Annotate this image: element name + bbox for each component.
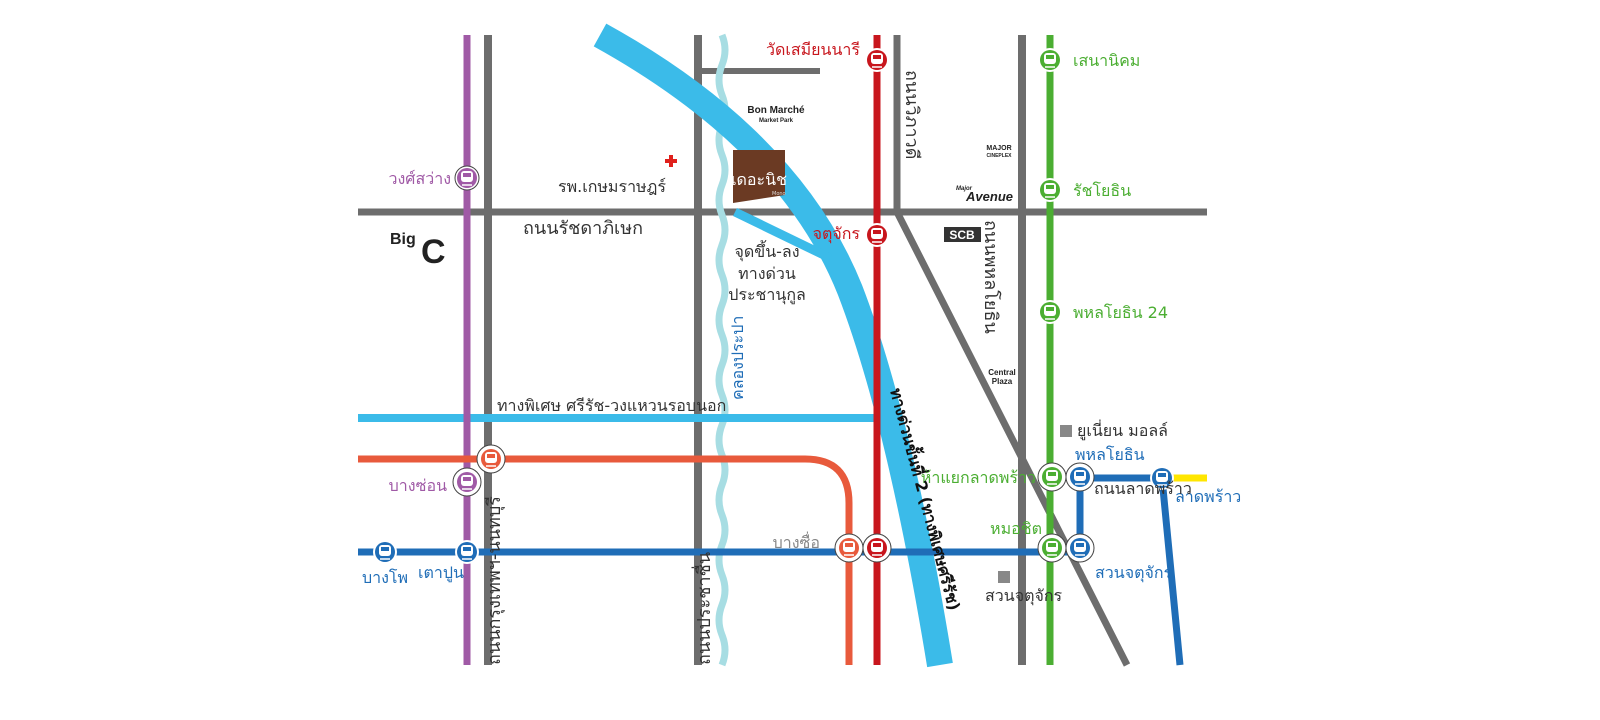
station-icon[interactable] [865, 48, 889, 72]
canal-khlong-prapa [715, 33, 729, 667]
station-label-bang-son: บางซ่อน [389, 476, 447, 495]
landmark-bon-marche: Bon Marché [747, 105, 805, 116]
landmark-major-cineplex-sub: CINEPLEX [986, 153, 1012, 159]
road-label-prachachuen: ถนนประชาชื่น [691, 552, 715, 665]
road-label-ratchadaphisek: ถนนรัชดาภิเษก [523, 218, 643, 239]
station-label-phahon-yothin: พหลโยธิน [1075, 445, 1145, 464]
station-icon[interactable] [834, 533, 864, 563]
station-icon[interactable] [862, 533, 892, 563]
station-label-ratchayothin: รัชโยธิน [1073, 181, 1131, 200]
landmark-hospital: รพ.เกษมราษฎร์ [558, 177, 666, 196]
station-icon[interactable] [1037, 533, 1067, 563]
station-label-chatuchak-park: สวนจตุจักร [1095, 563, 1173, 583]
union-mall-marker [1060, 425, 1072, 437]
station-label-chatuchak: จตุจักร [813, 224, 861, 244]
station-icon[interactable] [1065, 462, 1095, 492]
station-label-wong-sawang: วงศ์สว่าง [389, 169, 452, 188]
station-icon[interactable] [454, 165, 480, 191]
station-icon[interactable] [865, 223, 889, 247]
landmark-central-plaza: Central [988, 368, 1016, 377]
scb-badge [944, 227, 981, 242]
stations [373, 48, 1174, 564]
station-icon[interactable] [1065, 533, 1095, 563]
station-icon[interactable] [1038, 300, 1062, 324]
exit-label-2: ทางด่วน [738, 264, 796, 283]
station-icon[interactable] [1150, 466, 1174, 490]
station-icon[interactable] [1038, 48, 1062, 72]
project-label: เดอะนิช [731, 170, 787, 189]
landmark-bon-marche-sub: Market Park [759, 118, 794, 124]
landmark-major-avenue: Avenue [965, 189, 1013, 204]
station-label-mo-chit: หมอชิต [990, 519, 1042, 538]
bigc-big: Big [390, 231, 416, 248]
orange-line [358, 455, 853, 665]
blue-line-loop [1076, 474, 1184, 666]
station-label-ha-yaek-lat-phrao: ห้าแยกลาดพร้าว [921, 468, 1036, 487]
station-icon[interactable] [1038, 178, 1062, 202]
road-label-ladprao: ถนนลาดพร้าว [1094, 479, 1192, 498]
station-icon[interactable] [1037, 462, 1067, 492]
road-label-vibhavadi: ถนนวิภาวดี [901, 70, 922, 159]
station-label-bang-sue: บางซื่อ [773, 531, 820, 552]
suan-chatuchak-marker [998, 571, 1010, 583]
station-label-wat-samian-nari: วัดเสมียนนารี [766, 40, 860, 59]
exit-label-1: จุดขึ้น-ลง [734, 240, 799, 262]
project-marker[interactable] [733, 150, 785, 203]
project-sub: Mono [772, 191, 786, 197]
road-label-krungthep-nonthaburi: ถนนกรุงเทพฯ-นนทบุรี [484, 496, 505, 665]
hospital-cross-icon [665, 155, 677, 167]
landmark-major-cineplex: MAJOR [986, 145, 1011, 152]
road-label-phahonyothin: ถนนพหลโยธิน [980, 220, 1002, 334]
station-label-lat-phrao: ลาดพร้าว [1175, 487, 1241, 506]
expressway-outer-ring-label: ทางพิเศษ ศรีรัช-วงแหวนรอบนอก [497, 396, 726, 415]
bigc-logo: Big C [390, 231, 446, 271]
station-label-sena-nikhom: เสนานิคม [1073, 51, 1140, 70]
landmark-central-plaza-sub: Plaza [992, 377, 1013, 386]
landmark-suan-chatuchak: สวนจตุจักร [985, 586, 1063, 606]
station-icon[interactable] [455, 540, 479, 564]
station-icon[interactable] [452, 467, 482, 497]
station-icon[interactable] [476, 444, 506, 474]
station-icon[interactable] [373, 540, 397, 564]
station-label-tao-poon: เตาปูน [418, 563, 464, 583]
landmark-scb: SCB [949, 228, 975, 242]
bigc-c: C [421, 233, 446, 271]
landmark-major-avenue-sub: Major [956, 186, 973, 192]
expressway-2 [593, 23, 953, 668]
landmark-union-mall: ยูเนี่ยน มอลล์ [1077, 419, 1168, 441]
station-label-phahon-yothin-24: พหลโยธิน 24 [1073, 303, 1168, 322]
roads [358, 35, 1207, 667]
station-label-bang-pho: บางโพ [362, 568, 408, 587]
expressway-ramp [733, 207, 832, 263]
canal-label: คลองประปา [728, 316, 747, 400]
exit-label-3: ประชานุกูล [728, 285, 806, 305]
